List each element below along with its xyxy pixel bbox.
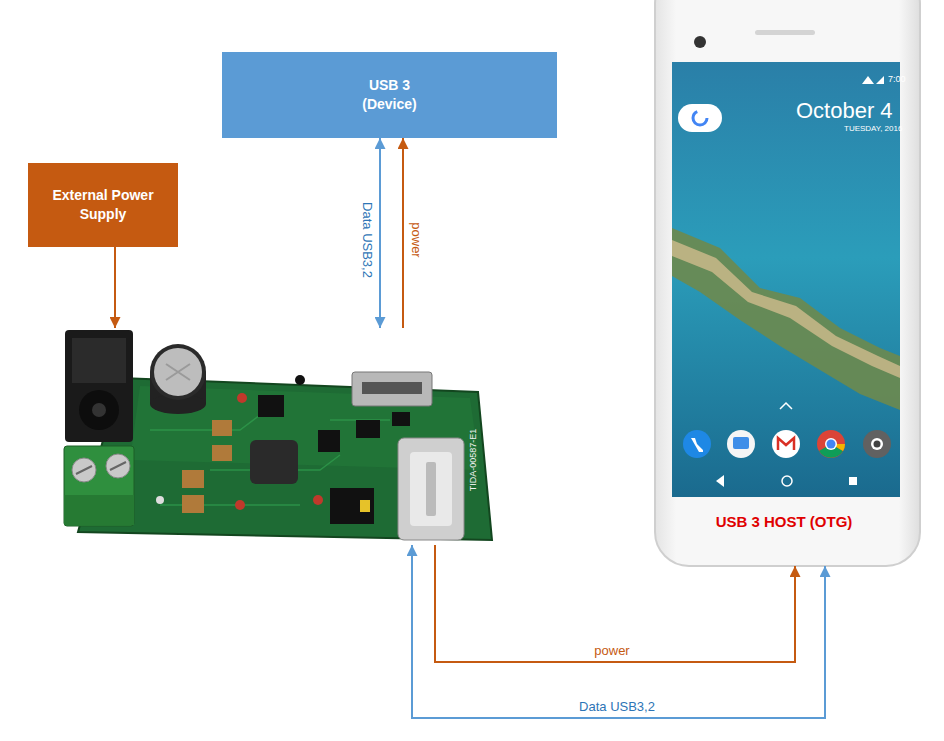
- phone-illustration-part: [849, 477, 857, 485]
- pcb-illustration-part: [166, 364, 190, 380]
- connector-arrow: [402, 138, 404, 328]
- host-label: USB 3 HOST (OTG): [716, 513, 853, 531]
- phone-illustration-part: [817, 430, 845, 458]
- phone-illustration-part: [678, 104, 722, 132]
- pcb-illustration-part: [72, 338, 126, 383]
- phone-illustration-part: [825, 438, 837, 450]
- phone-illustration-part: [691, 438, 703, 452]
- phone-illustration-part: [672, 240, 900, 378]
- phone-illustration-part: [874, 441, 881, 448]
- connector-arrow: [412, 545, 825, 718]
- pcb-illustration-part: [150, 344, 206, 400]
- pcb-illustration-part: [426, 462, 436, 516]
- pcb-illustration-part: [72, 458, 96, 482]
- phone-illustration-part-part: [862, 76, 874, 84]
- connector-arrow: [114, 247, 116, 328]
- smartphone: 7:00October 4TUESDAY, 2016USB 3 HOST (OT…: [650, 0, 922, 566]
- pcb-illustration-part: [398, 438, 464, 540]
- edge-label: power: [591, 643, 632, 658]
- phone-illustration-part: [755, 30, 815, 35]
- box-label: External Power Supply: [36, 186, 170, 224]
- pcb-illustration-part-part: [150, 415, 260, 430]
- phone-illustration-part-part: [876, 76, 884, 84]
- pcb-illustration-part: [352, 372, 432, 406]
- phone-illustration-part: [863, 430, 891, 458]
- pcb-illustration-part: [130, 386, 480, 470]
- pcb-illustration-part: [79, 390, 119, 430]
- phone-illustration-part: [772, 430, 800, 458]
- pcb-illustration-part: [150, 372, 206, 404]
- edge-label: Data USB3,2: [360, 199, 375, 281]
- pcb-illustration-part: [106, 454, 130, 478]
- phone-illustration-part: [778, 438, 794, 450]
- silkscreen-text: TIDA-00587-E1: [468, 429, 479, 492]
- status-time: 7:00: [888, 74, 906, 85]
- device-box: USB 3 (Device): [222, 52, 557, 138]
- connector-arrow: [435, 545, 795, 662]
- pcb-illustration-part: [392, 412, 410, 426]
- edge-label: Data USB3,2: [576, 699, 658, 714]
- phone-illustration-part: [672, 228, 900, 410]
- pcb-illustration-part: [318, 430, 340, 452]
- power-supply-box: External Power Supply: [28, 163, 178, 247]
- pcb-illustration-part: [182, 495, 204, 513]
- pcb-illustration-part: [258, 395, 284, 417]
- edge-label: power: [409, 219, 424, 260]
- pcb-illustration-part-part: [160, 504, 300, 506]
- pcb-illustration-part: [295, 375, 305, 385]
- pcb-illustration-part: [362, 382, 422, 394]
- phone-illustration: [655, 0, 920, 566]
- pcb-illustration-part: [65, 330, 133, 442]
- pcb-illustration-part: [410, 452, 452, 526]
- pcb-illustration-part-part: [330, 419, 390, 421]
- phone-illustration-part: [871, 438, 883, 450]
- phone-illustration-part: [782, 476, 792, 486]
- pcb-illustration-part: [156, 496, 164, 504]
- phone-illustration-part: [733, 437, 749, 449]
- box-label: USB 3 (Device): [350, 76, 430, 114]
- phone-illustration-part: [694, 36, 706, 48]
- phone-illustration-part: [655, 0, 920, 566]
- phone-illustration-part: [862, 76, 884, 84]
- pcb-illustration-part: [313, 495, 323, 505]
- pcb-illustration-part: [92, 403, 106, 417]
- pcb-illustration-part: [64, 495, 134, 525]
- connector-arrow: [379, 138, 381, 328]
- pcb-illustration-part: [64, 446, 134, 526]
- phone-illustration-part: [827, 440, 836, 449]
- pcb-illustration: [64, 330, 492, 540]
- pcb-illustration-part: [182, 470, 204, 488]
- connector-layer-part: [115, 138, 825, 718]
- pcb-illustration-part: [212, 420, 232, 436]
- pcb-illustration-part: [237, 393, 247, 403]
- weekday-text: TUESDAY, 2016: [844, 124, 902, 134]
- pcb-illustration-part: [212, 445, 232, 461]
- pcb-illustration-part: [360, 500, 370, 512]
- date-text: October 4: [796, 98, 893, 123]
- phone-illustration-part: [683, 430, 711, 458]
- phone-illustration-part: [831, 444, 845, 451]
- pcb-illustration-part: [78, 378, 492, 540]
- pcb-illustration-part: [330, 488, 374, 524]
- phone-illustration-part: [693, 111, 707, 125]
- pcb-illustration-part: [150, 415, 390, 505]
- phone-illustration-part: [716, 475, 724, 487]
- phone-illustration-part: [780, 403, 792, 409]
- pcb-illustration-part: [250, 440, 298, 484]
- pcb-illustration-part: [356, 420, 380, 438]
- pcb-illustration-part: [154, 348, 202, 396]
- pcb-board: TIDA-00587-E1: [62, 328, 492, 545]
- pcb-illustration-part: [150, 394, 206, 414]
- pcb-illustration-part: [76, 462, 126, 474]
- pcb-illustration-part: [235, 500, 245, 510]
- phone-illustration-part: [819, 444, 843, 458]
- phone-illustration-part: [727, 430, 755, 458]
- pcb-illustration-part-part: [210, 455, 340, 470]
